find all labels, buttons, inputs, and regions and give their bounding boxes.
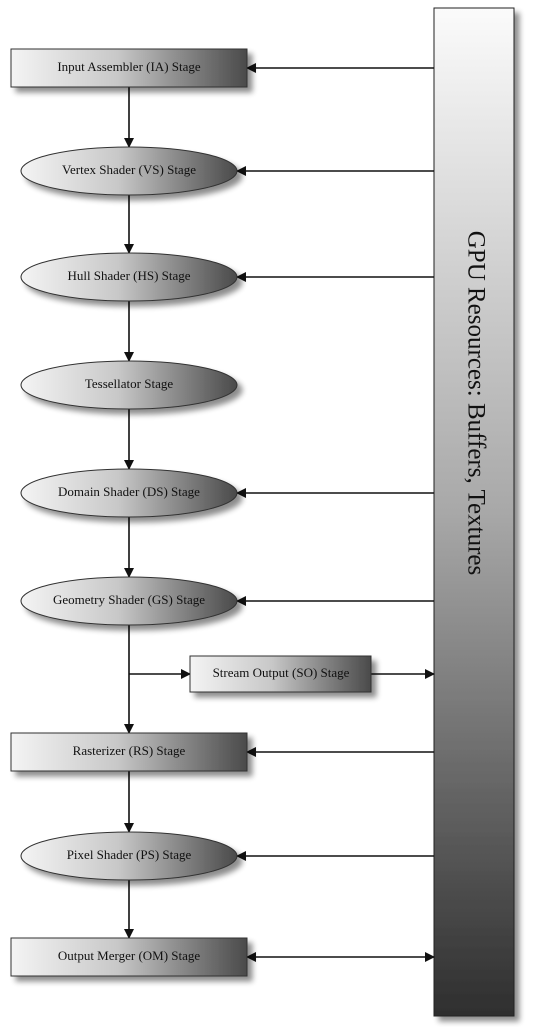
- stage-hs-label: Hull Shader (HS) Stage: [67, 268, 190, 283]
- stage-ts-shape: [20, 360, 238, 410]
- connection-arrows: [124, 63, 435, 962]
- stage-gs-shape: [20, 576, 238, 626]
- stage-ia-label: Input Assembler (IA) Stage: [57, 59, 201, 74]
- stage-ts-label: Tessellator Stage: [85, 376, 173, 391]
- stage-ia: Input Assembler (IA) Stage: [10, 48, 248, 88]
- stage-vs: Vertex Shader (VS) Stage: [20, 146, 238, 196]
- stage-ps: Pixel Shader (PS) Stage: [20, 831, 238, 881]
- stage-hs-shape: [20, 252, 238, 302]
- gpu-resources-block: GPU Resources: Buffers, Textures: [433, 7, 515, 1017]
- stage-ds-shape: [20, 468, 238, 518]
- stage-vs-shape: [20, 146, 238, 196]
- stage-gs-label: Geometry Shader (GS) Stage: [53, 592, 205, 607]
- stage-om-label: Output Merger (OM) Stage: [58, 948, 201, 963]
- stage-om: Output Merger (OM) Stage: [10, 937, 248, 977]
- stage-vs-label: Vertex Shader (VS) Stage: [62, 162, 196, 177]
- stage-ds-label: Domain Shader (DS) Stage: [58, 484, 200, 499]
- stage-so: Stream Output (SO) Stage: [189, 655, 372, 693]
- stage-rs-shape: [10, 732, 248, 772]
- stage-ps-label: Pixel Shader (PS) Stage: [67, 847, 192, 862]
- gpu-resources-box: [433, 7, 515, 1017]
- stage-ts: Tessellator Stage: [20, 360, 238, 410]
- stage-ia-shape: [10, 48, 248, 88]
- stage-so-label: Stream Output (SO) Stage: [213, 665, 350, 680]
- stage-ps-shape: [20, 831, 238, 881]
- stage-so-shape: [189, 655, 372, 693]
- stage-rs-label: Rasterizer (RS) Stage: [73, 743, 186, 758]
- gpu-resources-label: GPU Resources: Buffers, Textures: [462, 231, 489, 576]
- stage-rs: Rasterizer (RS) Stage: [10, 732, 248, 772]
- stage-om-shape: [10, 937, 248, 977]
- stage-hs: Hull Shader (HS) Stage: [20, 252, 238, 302]
- stage-gs: Geometry Shader (GS) Stage: [20, 576, 238, 626]
- stage-ds: Domain Shader (DS) Stage: [20, 468, 238, 518]
